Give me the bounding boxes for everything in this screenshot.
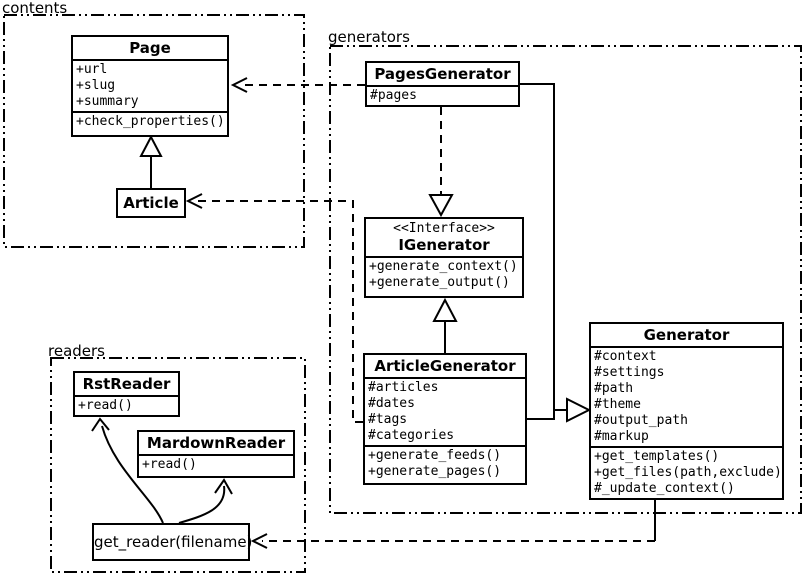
class-articlegenerator-title: ArticleGenerator bbox=[365, 355, 525, 379]
class-rstreader: RstReader +read() bbox=[73, 371, 180, 417]
class-article: Article bbox=[116, 188, 186, 218]
package-border-contents bbox=[3, 14, 305, 248]
arrowhead-to-rstreader bbox=[91, 417, 110, 432]
attribute: #context bbox=[594, 349, 657, 364]
class-igenerator: <<Interface>> IGenerator +generate_conte… bbox=[364, 217, 524, 298]
class-rstreader-methods: +read() bbox=[75, 397, 178, 415]
class-article-title: Article bbox=[123, 194, 179, 212]
attribute: #theme bbox=[594, 397, 641, 412]
class-igenerator-header: <<Interface>> IGenerator bbox=[366, 219, 522, 258]
attribute: +summary bbox=[76, 94, 139, 109]
realization-arrowhead-to-igenerator bbox=[428, 194, 454, 218]
attribute: #dates bbox=[368, 396, 415, 411]
method: +read() bbox=[142, 457, 197, 472]
inheritance-arrowhead-to-page bbox=[139, 134, 163, 157]
method: +generate_pages() bbox=[368, 464, 502, 479]
class-mardownreader-methods: +read() bbox=[139, 456, 293, 474]
class-generator-attributes: #context #settings #path #theme #output_… bbox=[591, 348, 782, 446]
attribute: #path bbox=[594, 381, 634, 396]
dependency-arrowhead-to-page bbox=[230, 77, 248, 93]
method: +get_files(path,exclude) bbox=[594, 465, 782, 480]
class-pagesgenerator-attributes: #pages bbox=[367, 87, 518, 105]
method: +generate_output() bbox=[369, 275, 510, 290]
edge-getreader-to-rstreader bbox=[101, 425, 164, 524]
edge-getreader-to-mardownreader bbox=[178, 485, 226, 524]
inheritance-arrowhead-to-generator bbox=[566, 397, 592, 423]
package-label-contents: contents bbox=[2, 0, 68, 17]
class-page-title: Page bbox=[73, 37, 227, 61]
class-generator-title: Generator bbox=[591, 324, 782, 348]
package-label-readers: readers bbox=[48, 342, 105, 360]
class-igenerator-title: IGenerator bbox=[398, 236, 490, 254]
method: +generate_context() bbox=[369, 259, 518, 274]
attribute: #markup bbox=[594, 429, 649, 444]
method: #_update_context() bbox=[594, 481, 735, 496]
node-get-reader: get_reader(filename) bbox=[92, 523, 252, 561]
method: +get_templates() bbox=[594, 449, 720, 464]
class-generator: Generator #context #settings #path #them… bbox=[589, 322, 784, 500]
class-pagesgenerator: PagesGenerator #pages bbox=[365, 61, 520, 107]
class-articlegenerator-attributes: #articles #dates #tags #categories bbox=[365, 379, 525, 445]
class-page-attributes: +url +slug +summary bbox=[73, 61, 227, 111]
class-articlegenerator: ArticleGenerator #articles #dates #tags … bbox=[363, 353, 527, 485]
attribute: #pages bbox=[370, 88, 417, 103]
method: +generate_feeds() bbox=[368, 448, 502, 463]
class-mardownreader: MardownReader +read() bbox=[137, 430, 295, 478]
inheritance-arrowhead-to-igenerator bbox=[432, 297, 458, 322]
dependency-arrowhead-to-article bbox=[185, 193, 203, 209]
method: +check_properties() bbox=[76, 114, 225, 129]
attribute: +slug bbox=[76, 78, 116, 93]
dependency-arrowhead-to-getreader bbox=[250, 533, 268, 549]
attribute: #tags bbox=[368, 412, 408, 427]
class-page: Page +url +slug +summary +check_properti… bbox=[71, 35, 229, 137]
class-rstreader-title: RstReader bbox=[75, 373, 178, 397]
class-mardownreader-title: MardownReader bbox=[139, 432, 293, 456]
edge-articlegenerator-to-article bbox=[196, 200, 363, 423]
attribute: #output_path bbox=[594, 413, 688, 428]
attribute: #articles bbox=[368, 380, 439, 395]
class-pagesgenerator-title: PagesGenerator bbox=[367, 63, 518, 87]
attribute: #settings bbox=[594, 365, 665, 380]
attribute: #categories bbox=[368, 428, 455, 443]
class-page-methods: +check_properties() bbox=[73, 111, 227, 131]
edge-pagesgenerator-to-generator bbox=[520, 83, 555, 420]
class-igenerator-methods: +generate_context() +generate_output() bbox=[366, 258, 522, 292]
class-generator-methods: +get_templates() +get_files(path,exclude… bbox=[591, 446, 782, 498]
stereotype-label: <<Interface>> bbox=[393, 221, 495, 236]
arrowhead-to-mardownreader bbox=[214, 478, 233, 495]
method: +read() bbox=[78, 398, 133, 413]
package-border-readers bbox=[50, 357, 306, 573]
package-border-generators bbox=[329, 45, 802, 514]
attribute: +url bbox=[76, 62, 108, 77]
package-label-generators: generators bbox=[328, 28, 410, 46]
class-articlegenerator-methods: +generate_feeds() +generate_pages() bbox=[365, 445, 525, 481]
